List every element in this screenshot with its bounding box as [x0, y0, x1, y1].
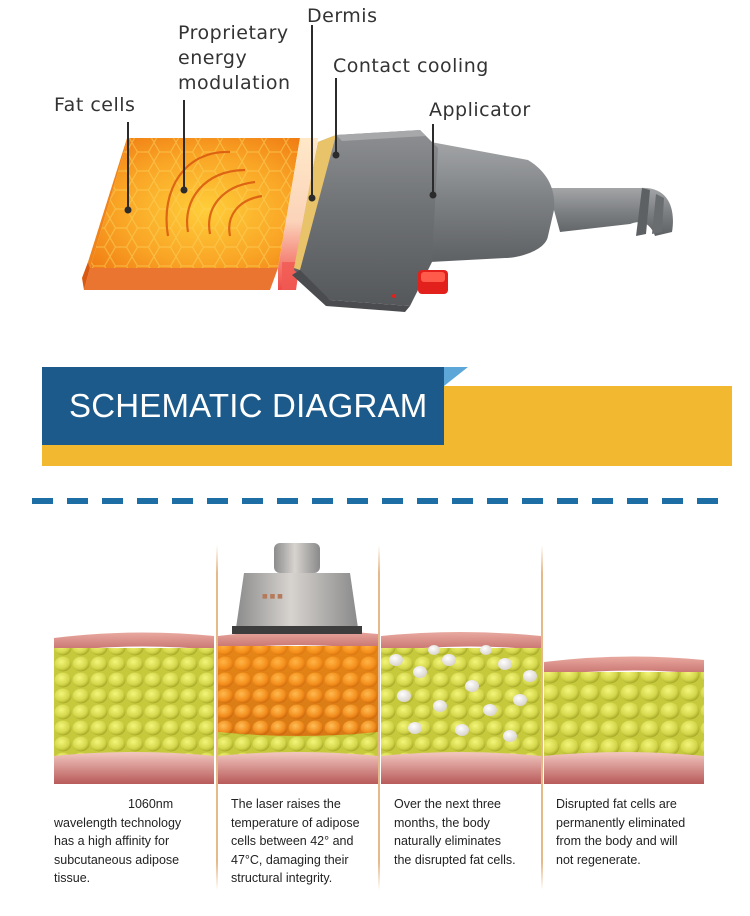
applicator-handpiece: [292, 130, 673, 312]
dermis-label: Dermis: [307, 5, 378, 27]
panel-separator: [378, 545, 380, 890]
panel-separator: [216, 545, 218, 890]
panel-disrupted-tissue: [381, 632, 541, 784]
panel-3-text: Over the next three months, the body nat…: [394, 797, 516, 867]
panel-1-text: 1060nm wavelength technology has a high …: [54, 797, 182, 885]
panel-normal-tissue: [54, 632, 214, 784]
panel-2-text: The laser raises the temperature of adip…: [231, 797, 360, 885]
treatment-probe: ■ ■ ■: [232, 543, 362, 634]
fat-block: [82, 135, 300, 290]
panel-4-text: Disrupted fat cells are permanently elim…: [556, 797, 686, 867]
leader-lines: [127, 25, 434, 208]
disrupted-cells: [389, 645, 537, 742]
panel-heated-tissue: ■ ■ ■: [218, 543, 378, 784]
panel-3-caption: Over the next three months, the body nat…: [394, 795, 539, 869]
applicator-drawing: [48, 0, 750, 320]
leader-dots: [124, 151, 437, 214]
dermis-layer: [278, 138, 318, 290]
panel-separator: [541, 545, 543, 890]
applicator-illustration: Fat cells Proprietary energy modulation …: [0, 0, 750, 330]
panel-2-caption: The laser raises the temperature of adip…: [231, 795, 376, 888]
banner-fold: [444, 367, 468, 386]
panel-reduced-tissue: [544, 656, 704, 784]
panel-1-caption: 1060nm wavelength technology has a high …: [54, 795, 214, 888]
fat-cells-label: Fat cells: [54, 94, 136, 116]
panel-4-caption: Disrupted fat cells are permanently elim…: [556, 795, 716, 869]
contact-cooling-label: Contact cooling: [333, 55, 489, 77]
energy-modulation-label: Proprietary energy modulation: [178, 22, 291, 94]
applicator-label: Applicator: [429, 99, 531, 121]
banner-title: SCHEMATIC DIAGRAM: [69, 387, 428, 424]
dashed-divider: [32, 498, 722, 504]
tissue-panels: ■ ■ ■: [54, 543, 704, 784]
section-banner: SCHEMATIC DIAGRAM: [42, 367, 444, 445]
svg-text:■ ■ ■: ■ ■ ■: [262, 593, 283, 600]
